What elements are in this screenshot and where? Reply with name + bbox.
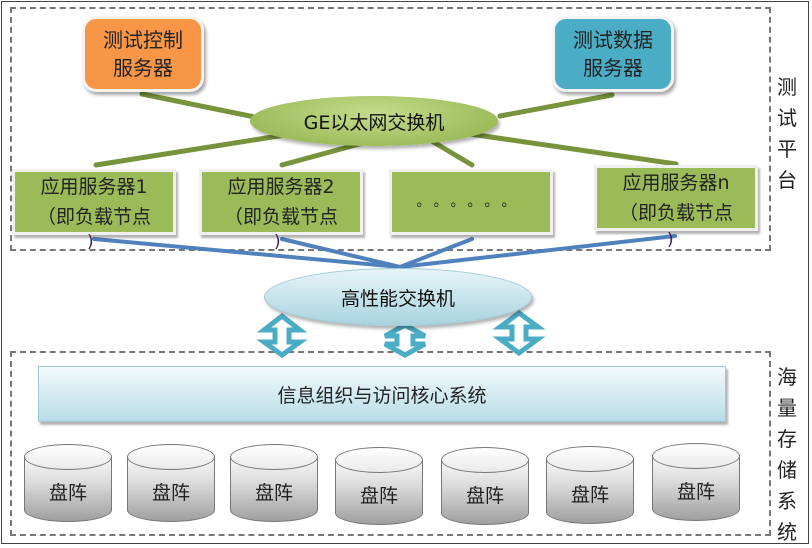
disk-array: 盘阵 — [335, 447, 423, 537]
arrow-left — [256, 312, 308, 359]
high-performance-switch: 高性能交换机 — [264, 268, 532, 326]
disk-array-label: 盘阵 — [48, 482, 87, 504]
link-app2-to-hp — [280, 237, 402, 269]
app-server-n: 应用服务器n （即负载节点 — [594, 165, 758, 231]
test-data-server: 测试数据 服务器 — [552, 16, 674, 92]
disk-array-label: 盘阵 — [254, 482, 293, 504]
label-char: 系 — [777, 489, 797, 513]
app-server-note: （即负载节点 — [223, 206, 338, 228]
test-platform-label: 测试平台 — [775, 72, 799, 196]
label-char: 存 — [777, 427, 797, 451]
disk-array-label: 盘阵 — [570, 484, 609, 506]
label-char: 台 — [777, 168, 797, 192]
app-server-ellipsis: 。。。。。。 — [389, 169, 553, 235]
app-server-2: 应用服务器2 （即负载节点 — [199, 169, 363, 235]
paren-close: ) — [274, 232, 281, 252]
arrow-center — [383, 322, 427, 358]
link-ge-to-appn — [467, 131, 679, 167]
disk-array: 盘阵 — [441, 447, 529, 537]
storage-system-region — [10, 351, 771, 536]
link-appn-to-hp — [398, 234, 677, 269]
label-char: 量 — [777, 396, 797, 420]
test-platform-region — [10, 7, 771, 251]
app-server-name: 应用服务器1 — [40, 176, 148, 198]
storage-system-label: 海量存储系统 — [775, 362, 799, 548]
app-server-1: 应用服务器1 （即负载节点 — [12, 169, 176, 235]
bidirectional-arrows — [256, 309, 546, 359]
link-control-to-ge — [139, 91, 258, 120]
app-server-note: （即负载节点 — [36, 206, 151, 228]
label-char: 储 — [777, 458, 797, 482]
app-server-name: 应用服务器n — [622, 172, 730, 194]
paren-close: ) — [87, 232, 94, 252]
test-control-server: 测试控制 服务器 — [82, 16, 204, 92]
disk-array-label: 盘阵 — [359, 485, 398, 507]
disk-array: 盘阵 — [127, 444, 215, 534]
disk-array: 盘阵 — [230, 444, 318, 534]
link-app1-to-hp — [92, 237, 402, 269]
arrow-right — [492, 309, 546, 357]
ge-ethernet-switch: GE以太网交换机 — [250, 96, 498, 146]
disk-array-label: 盘阵 — [676, 481, 715, 503]
ellipsis-dots: 。。。。。。 — [416, 194, 526, 210]
disk-array-label: 盘阵 — [465, 485, 504, 507]
label-char: 平 — [777, 137, 797, 161]
link-ge-to-app1 — [93, 132, 288, 168]
link-data-to-ge — [497, 92, 615, 119]
link-appdots-to-hp — [398, 237, 474, 269]
disk-array: 盘阵 — [24, 444, 112, 534]
core-access-system: 信息组织与访问核心系统 — [38, 366, 726, 422]
app-server-name: 应用服务器2 — [227, 176, 335, 198]
disk-array: 盘阵 — [652, 443, 740, 533]
label-char: 测 — [777, 75, 797, 99]
app-server-note: （即负载节点 — [618, 202, 733, 224]
label-char: 试 — [777, 106, 797, 130]
label-char: 海 — [777, 365, 797, 389]
label-char: 统 — [777, 520, 797, 544]
disk-array: 盘阵 — [546, 446, 634, 536]
link-ge-to-appdots — [427, 137, 475, 168]
paren-close: ) — [667, 230, 674, 250]
disk-array-label: 盘阵 — [151, 482, 190, 504]
